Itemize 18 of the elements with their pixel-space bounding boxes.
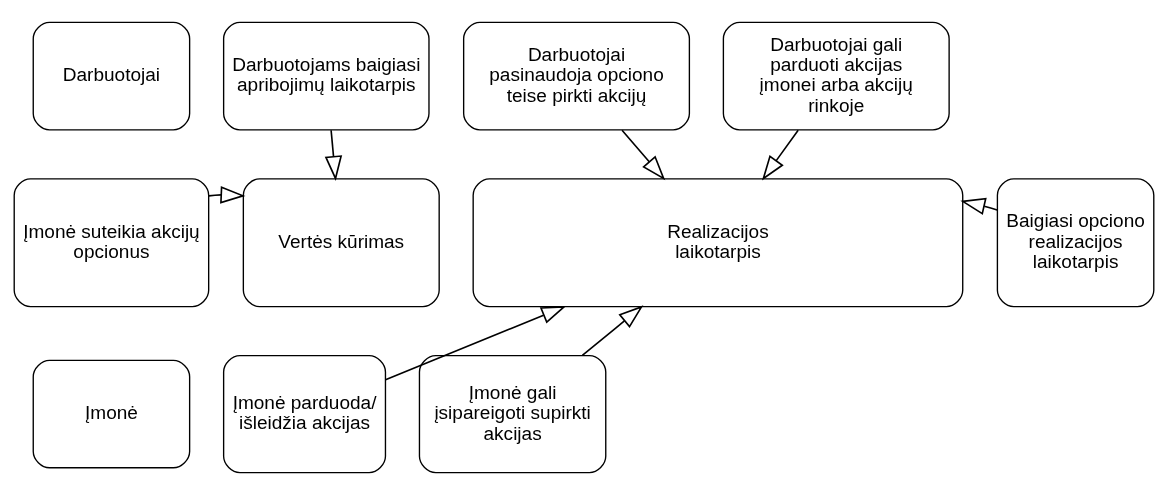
node-box: Darbuotojai [32,21,191,131]
node-box: Darbuotojams baigiasi apribojimų laikotarpis [222,21,430,131]
arrow [761,128,799,180]
node-box: Įmonė [32,359,191,468]
arrow [581,304,644,356]
arrow [621,128,666,180]
node-box: Realizacijos laikotarpis [472,177,964,307]
node-box: Įmonė suteikia akcijų opcionus [13,177,210,307]
node-box: Įmonė parduoda/ išleidžia akcijas [222,354,387,473]
node-box: Darbuotojai gali parduoti akcijas įmonei arba akcijų rinkoje [722,21,950,131]
arrow [384,305,567,380]
arrow [960,197,998,215]
node-box: Įmonė gali įsipareigoti supirkti akcijas [418,354,607,473]
node-box: Vertės kūrimas [242,177,440,307]
arrow [208,185,246,204]
node-box: Baigiasi opciono realizacijos laikotarpis [996,177,1155,307]
arrow [324,128,343,181]
node-box: Darbuotojai pasinaudoja opciono teise pirkti akcijų [462,21,691,131]
